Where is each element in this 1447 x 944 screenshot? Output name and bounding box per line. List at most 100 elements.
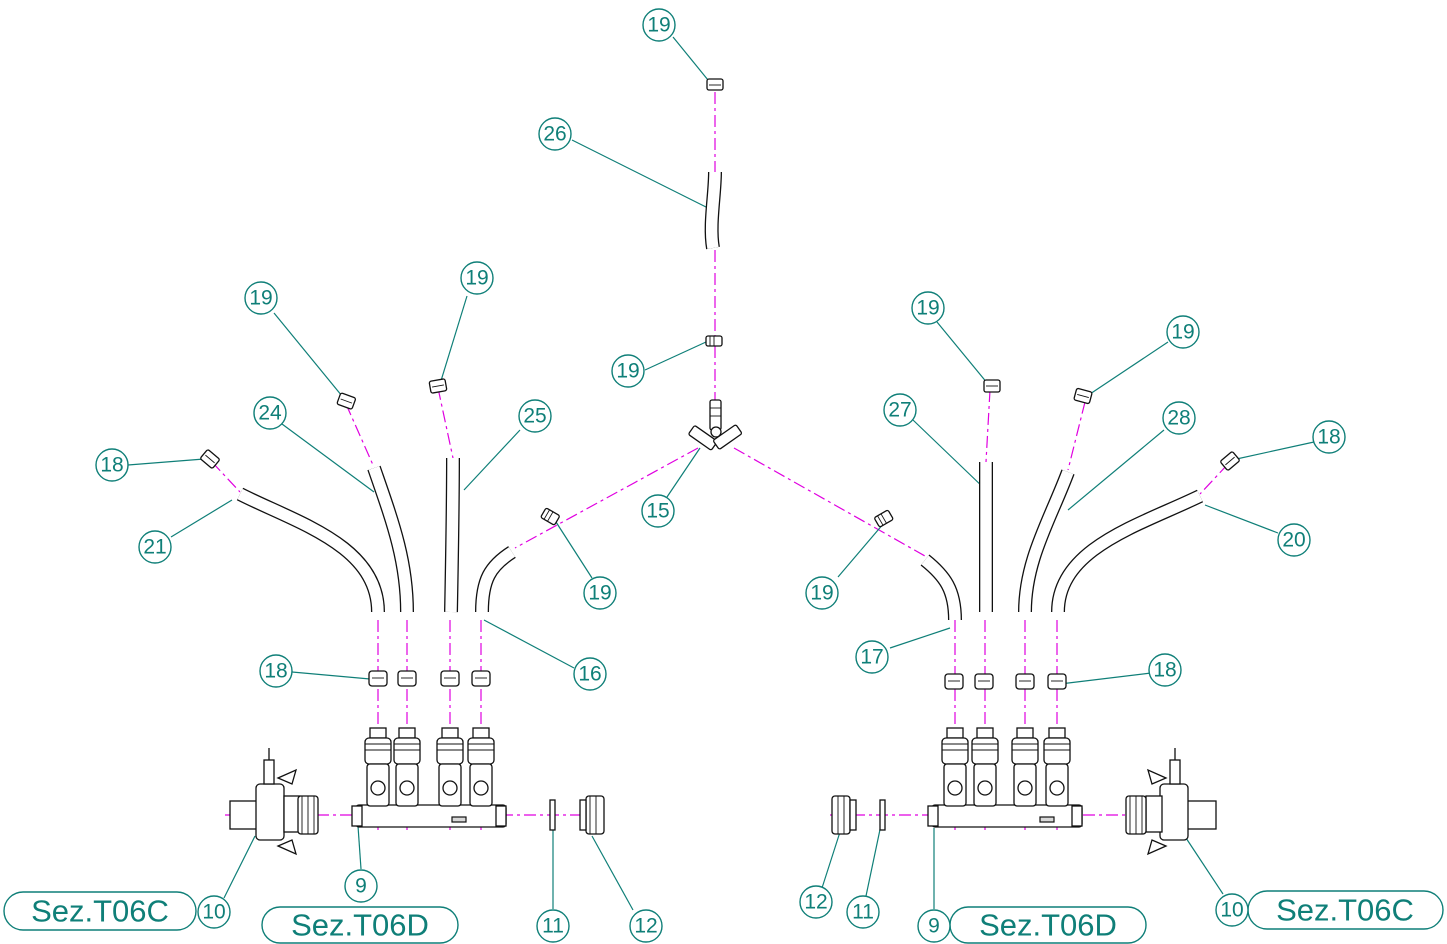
clamps: [200, 78, 1240, 690]
svg-text:10: 10: [202, 901, 225, 924]
hose-21: [236, 487, 385, 613]
svg-text:15: 15: [646, 500, 669, 523]
balloon-15: 15: [641, 494, 675, 528]
svg-text:12: 12: [804, 891, 827, 914]
clamp-19-left-elbow: [540, 507, 560, 526]
section-references: Sez.T06C Sez.T06D Sez.T06D Sez.T06C: [3, 890, 1444, 944]
clamp-19-left-a: [336, 392, 356, 410]
balloon-19-right-a: 19: [911, 291, 945, 325]
ref-t06d-left[interactable]: Sez.T06D: [261, 906, 459, 944]
svg-text:10: 10: [1220, 899, 1243, 922]
right-manifold: [927, 727, 1083, 828]
balloon-18-left-bottom: 18: [259, 654, 293, 688]
svg-text:19: 19: [647, 14, 670, 37]
right-cap: [831, 795, 857, 835]
left-cap: [579, 795, 605, 835]
svg-text:Sez.T06C: Sez.T06C: [1276, 893, 1414, 928]
svg-text:28: 28: [1167, 407, 1190, 430]
balloon-19-left-a: 19: [244, 281, 278, 315]
svg-text:19: 19: [616, 360, 639, 383]
clamp-19-right-a: [983, 379, 1001, 393]
balloon-12-left: 12: [629, 909, 663, 943]
svg-text:9: 9: [355, 875, 367, 898]
svg-text:26: 26: [543, 123, 566, 146]
right-gasket: [879, 799, 886, 831]
balloon-19-right-b: 19: [1166, 315, 1200, 349]
right-valve: [1125, 748, 1217, 856]
y-connector: [688, 399, 743, 451]
hoses: [236, 171, 1204, 621]
svg-text:Sez.T06D: Sez.T06D: [291, 908, 429, 943]
left-manifold: [351, 727, 507, 828]
svg-text:19: 19: [249, 287, 272, 310]
hose-16: [475, 546, 516, 613]
clamp-19-right-elbow: [874, 509, 894, 528]
hose-26: [704, 171, 722, 250]
balloon-18-right-bottom: 18: [1148, 653, 1182, 687]
hose-24: [367, 465, 414, 613]
hose-20: [1051, 489, 1204, 613]
ref-t06c-right[interactable]: Sez.T06C: [1247, 890, 1444, 930]
svg-text:11: 11: [542, 915, 564, 938]
balloon-19-right-elbow: 19: [805, 576, 839, 610]
balloon-28: 28: [1162, 401, 1196, 435]
clamp-19-left-b: [428, 378, 448, 394]
svg-text:20: 20: [1282, 529, 1305, 552]
balloon-19-left-b: 19: [460, 261, 494, 295]
clamp-19-tee: [705, 335, 723, 347]
svg-text:18: 18: [1317, 426, 1340, 449]
clamp-18-left-top: [200, 449, 220, 469]
svg-text:18: 18: [264, 660, 287, 683]
clamp-19-top: [706, 78, 724, 91]
svg-text:18: 18: [1153, 659, 1176, 682]
svg-text:21: 21: [143, 536, 166, 559]
left-gasket: [549, 799, 556, 831]
balloon-17: 17: [855, 640, 889, 674]
svg-text:24: 24: [258, 402, 282, 425]
balloon-19-top: 19: [642, 8, 676, 42]
balloon-10-left: 10: [197, 895, 231, 929]
svg-text:19: 19: [588, 582, 611, 605]
balloon-25: 25: [518, 399, 552, 433]
clamp-18-right-top: [1220, 451, 1240, 471]
svg-text:19: 19: [810, 582, 833, 605]
balloon-9-right: 9: [917, 909, 951, 943]
svg-text:18: 18: [100, 454, 123, 477]
manifold-outlet: [364, 727, 392, 807]
svg-text:Sez.T06D: Sez.T06D: [979, 908, 1117, 943]
balloon-12-right: 12: [799, 885, 833, 919]
svg-text:9: 9: [928, 915, 940, 938]
hose-25: [444, 457, 460, 613]
balloon-11-left: 11: [536, 909, 570, 943]
balloon-24: 24: [253, 396, 287, 430]
ref-t06d-right[interactable]: Sez.T06D: [949, 906, 1147, 944]
balloon-19-left-elbow: 19: [583, 576, 617, 610]
balloon-21: 21: [138, 530, 172, 564]
svg-text:12: 12: [634, 915, 657, 938]
balloon-10-right: 10: [1215, 893, 1249, 927]
clamps-18-right-row: [944, 673, 1067, 690]
balloon-18-left-top: 18: [95, 448, 129, 482]
hose-17: [920, 554, 962, 621]
balloon-27: 27: [883, 393, 917, 427]
left-valve: [229, 748, 319, 856]
svg-text:25: 25: [523, 405, 546, 428]
svg-text:27: 27: [888, 399, 911, 422]
svg-text:11: 11: [852, 901, 874, 924]
ref-t06c-left[interactable]: Sez.T06C: [3, 891, 197, 931]
balloon-11-right: 11: [846, 895, 880, 929]
part-balloons: 19 26 19 15 19 19 19 19 24 25 18 21 16 1…: [95, 8, 1346, 943]
balloon-19-tee-top: 19: [611, 354, 645, 388]
clamps-18-left-row: [368, 670, 491, 687]
balloon-20: 20: [1277, 523, 1311, 557]
hose-28: [1018, 469, 1075, 613]
balloon-26: 26: [538, 117, 572, 151]
svg-text:17: 17: [860, 646, 883, 669]
clamp-19-right-b: [1073, 387, 1093, 405]
svg-text:16: 16: [578, 663, 601, 686]
svg-text:19: 19: [916, 297, 939, 320]
balloon-18-right-top: 18: [1312, 420, 1346, 454]
balloon-9-left: 9: [344, 869, 378, 903]
svg-text:Sez.T06C: Sez.T06C: [31, 894, 169, 929]
